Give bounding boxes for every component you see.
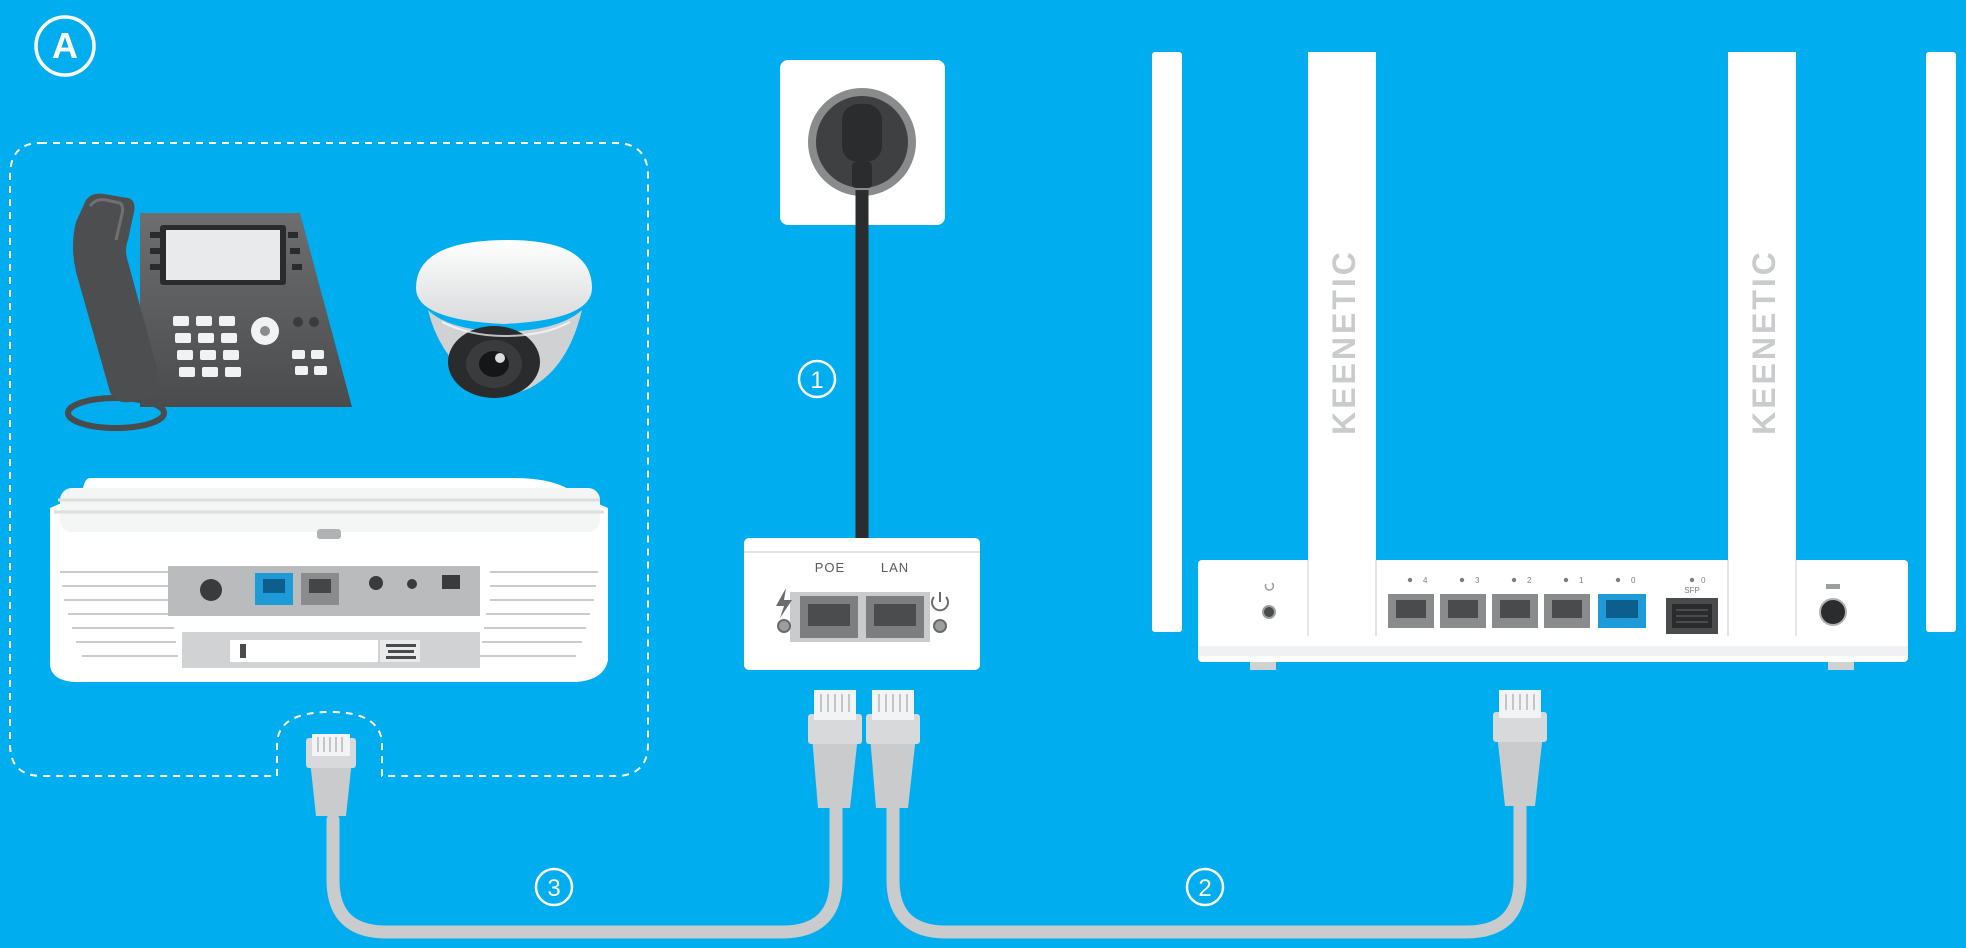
router-port-4: 4 — [1388, 576, 1434, 628]
poe-injector: POE LAN — [744, 538, 980, 670]
sfp-label: SFP — [1684, 586, 1700, 595]
router-brand-left: KEENETIC — [1326, 249, 1362, 435]
reset-icon — [1264, 582, 1275, 591]
router-port-2: 2 — [1492, 576, 1538, 628]
rj45-connector-lan — [866, 690, 920, 808]
panel-label: A — [52, 25, 78, 66]
router-power-jack — [1819, 598, 1847, 626]
rj45-connector-poe — [808, 690, 862, 808]
power-icon — [931, 592, 949, 612]
ethernet-cables — [326, 783, 1527, 939]
router: KEENETIC KEENETIC 4 3 — [1152, 52, 1956, 670]
rj45-connector-router — [1493, 690, 1547, 806]
port-label-4: 4 — [1423, 576, 1428, 585]
device-group-outline — [9, 142, 649, 777]
cable-2 — [886, 783, 1527, 939]
port-label-3: 3 — [1475, 576, 1480, 585]
access-point — [49, 478, 609, 682]
cable-3 — [326, 793, 843, 939]
rj45-connector-ap — [306, 734, 356, 816]
panel-badge: A — [34, 15, 96, 77]
dome-camera — [416, 240, 592, 398]
step-badge-1: 1 — [797, 359, 837, 399]
step-3-label: 3 — [547, 875, 560, 902]
router-brand-right: KEENETIC — [1746, 249, 1782, 435]
port-label-0: 0 — [1631, 576, 1636, 585]
router-port-1: 1 — [1544, 576, 1590, 628]
router-port-3: 3 — [1440, 576, 1486, 628]
poe-port-label: POE — [815, 560, 845, 575]
router-sfp-port: 0 SFP — [1666, 576, 1718, 634]
sfp-index-label: 0 — [1701, 576, 1706, 585]
reset-button — [1262, 605, 1276, 619]
step-1-label: 1 — [810, 367, 823, 394]
port-label-1: 1 — [1579, 576, 1584, 585]
step-2-label: 2 — [1198, 875, 1211, 902]
ip-phone — [65, 193, 352, 431]
step-badge-2: 2 — [1185, 867, 1225, 907]
wall-socket — [780, 60, 945, 225]
lan-port-label: LAN — [881, 560, 909, 575]
router-port-0: 0 — [1598, 576, 1646, 628]
bolt-icon — [776, 588, 792, 618]
port-label-2: 2 — [1527, 576, 1532, 585]
step-badge-3: 3 — [534, 867, 574, 907]
